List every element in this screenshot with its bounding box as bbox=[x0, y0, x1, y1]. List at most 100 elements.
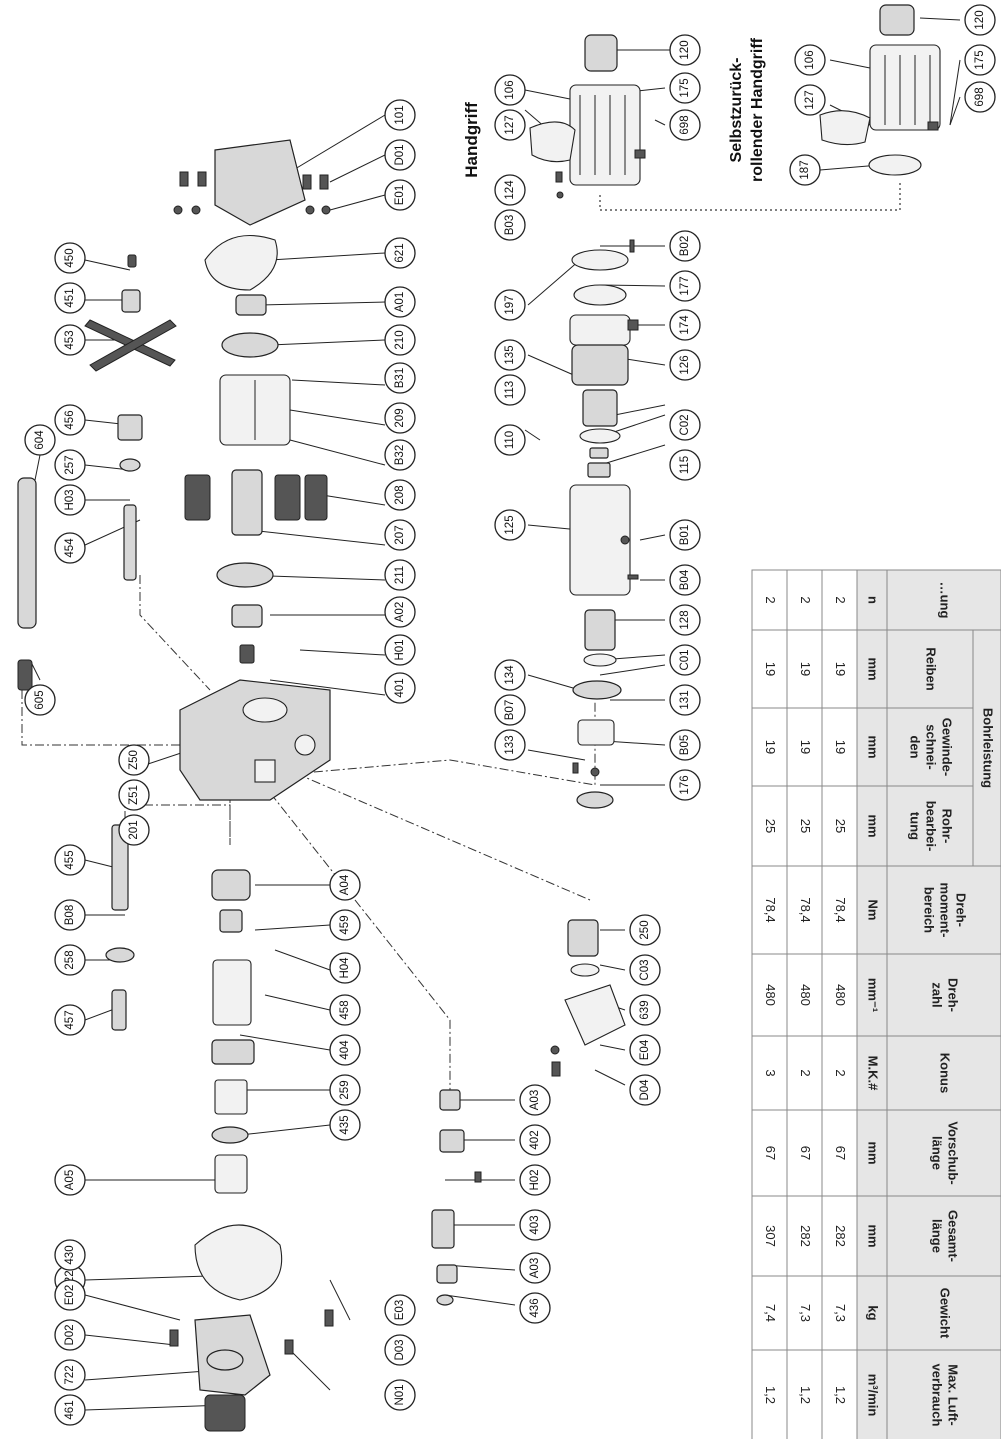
callout-h03: H03 bbox=[54, 484, 86, 516]
callout-label: 176 bbox=[679, 775, 691, 794]
callout-label: 135 bbox=[504, 345, 516, 364]
callout-175: 175 bbox=[669, 72, 701, 104]
callout-circle bbox=[384, 237, 416, 269]
callout-circle bbox=[384, 1334, 416, 1366]
callout-259: 259 bbox=[329, 1074, 361, 1106]
table-column-header: moment- bbox=[938, 883, 953, 938]
table-unit: mm bbox=[866, 1224, 881, 1247]
callout-circle bbox=[384, 519, 416, 551]
callout-circle bbox=[669, 564, 701, 596]
callout-circle bbox=[669, 34, 701, 66]
callout-label: 106 bbox=[504, 80, 516, 99]
callout-label: 128 bbox=[679, 610, 691, 629]
table-unit: kg bbox=[866, 1305, 881, 1320]
callout-label: 210 bbox=[394, 330, 406, 349]
table-cell-value: 480 bbox=[833, 984, 848, 1006]
callout-106: 106 bbox=[494, 74, 526, 106]
callout-circle bbox=[519, 1084, 551, 1116]
callout-label: B05 bbox=[679, 735, 691, 755]
table-column-header: Dreh- bbox=[946, 978, 961, 1012]
table-cell-value: 2 bbox=[833, 596, 848, 603]
callout-label: E04 bbox=[639, 1039, 651, 1060]
table-cell-value: 19 bbox=[798, 662, 813, 676]
table-cell-value: 1,2 bbox=[763, 1386, 778, 1404]
callout-label: A05 bbox=[64, 1170, 76, 1190]
selbst-title-line2: rollender Handgriff bbox=[749, 37, 766, 182]
callout-label: 124 bbox=[504, 180, 516, 200]
callout-458: 458 bbox=[329, 994, 361, 1026]
callout-label: 175 bbox=[974, 50, 986, 69]
callout-label: 402 bbox=[529, 1130, 541, 1149]
callout-b02: B02 bbox=[669, 230, 701, 262]
callout-h01: H01 bbox=[384, 634, 416, 666]
callout-e02: E02 bbox=[54, 1279, 86, 1311]
callout-circle bbox=[629, 1034, 661, 1066]
callout-label: 211 bbox=[394, 566, 406, 584]
table-column-header: bereich bbox=[922, 887, 937, 933]
table-unit: mm bbox=[866, 814, 881, 837]
callout-circle bbox=[54, 1279, 86, 1311]
callout-label: A02 bbox=[394, 602, 406, 622]
callout-e04: E04 bbox=[629, 1034, 661, 1066]
callout-label: B04 bbox=[679, 569, 691, 590]
callout-label: 127 bbox=[504, 115, 516, 134]
table-cell-value: 2 bbox=[833, 1069, 848, 1076]
table-column-header: Gewicht bbox=[938, 1288, 953, 1339]
callout-circle bbox=[384, 324, 416, 356]
table-cell-value: 7,4 bbox=[763, 1304, 778, 1322]
table-cell-value: 7,3 bbox=[798, 1304, 813, 1322]
table-cell-value: 25 bbox=[798, 819, 813, 833]
callout-circle bbox=[118, 744, 150, 776]
callout-176: 176 bbox=[669, 769, 701, 801]
table-cell-value: 480 bbox=[763, 984, 778, 1006]
callout-label: 401 bbox=[394, 678, 406, 697]
table-column-header: verbrauch bbox=[930, 1364, 945, 1427]
table-cell-value: 67 bbox=[763, 1146, 778, 1160]
callout-circle bbox=[329, 952, 361, 984]
callout-e03: E03 bbox=[384, 1294, 416, 1326]
callout-circle bbox=[54, 242, 86, 274]
callout-208: 208 bbox=[384, 479, 416, 511]
callout-circle bbox=[494, 174, 526, 206]
callout-113: 113 bbox=[494, 374, 526, 406]
callout-197: 197 bbox=[494, 289, 526, 321]
table-cell-value: 282 bbox=[798, 1225, 813, 1247]
callout-401: 401 bbox=[384, 672, 416, 704]
callout-circle bbox=[384, 1294, 416, 1326]
callout-b01: B01 bbox=[669, 519, 701, 551]
callout-label: 207 bbox=[394, 525, 406, 544]
callout-label: 113 bbox=[504, 381, 516, 399]
callout-b31: B31 bbox=[384, 362, 416, 394]
callout-circle bbox=[384, 596, 416, 628]
callout-d04: D04 bbox=[629, 1074, 661, 1106]
callout-circle bbox=[669, 309, 701, 341]
callout-label: Z51 bbox=[128, 785, 140, 805]
callout-label: E03 bbox=[394, 1300, 406, 1320]
callout-circle bbox=[519, 1292, 551, 1324]
callout-circle bbox=[118, 814, 150, 846]
callout-circle bbox=[329, 1074, 361, 1106]
callout-label: 456 bbox=[64, 410, 76, 429]
callout-circle bbox=[384, 479, 416, 511]
handgriff-title: Handgriff bbox=[462, 102, 481, 178]
table-column-header: länge bbox=[930, 1136, 945, 1170]
callout-circle bbox=[964, 81, 996, 113]
callout-label: B02 bbox=[679, 236, 691, 256]
callout-circle bbox=[794, 84, 826, 116]
callout-circle bbox=[669, 684, 701, 716]
callout-label: A04 bbox=[339, 874, 351, 895]
callout-128: 128 bbox=[669, 604, 701, 636]
callout-639: 639 bbox=[629, 994, 661, 1026]
table-column-header: Vorschub- bbox=[946, 1121, 961, 1184]
table-cell-value: 7,3 bbox=[833, 1304, 848, 1322]
table-cell-value: 1,2 bbox=[798, 1386, 813, 1404]
callout-430: 430 bbox=[54, 1239, 86, 1271]
callout-b32: B32 bbox=[384, 439, 416, 471]
callout-label: B32 bbox=[394, 445, 406, 465]
callout-circle bbox=[789, 154, 821, 186]
table-unit: n bbox=[866, 596, 881, 604]
callout-174: 174 bbox=[669, 309, 701, 341]
callout-circle bbox=[384, 559, 416, 591]
callout-circle bbox=[669, 769, 701, 801]
callout-circle bbox=[329, 869, 361, 901]
